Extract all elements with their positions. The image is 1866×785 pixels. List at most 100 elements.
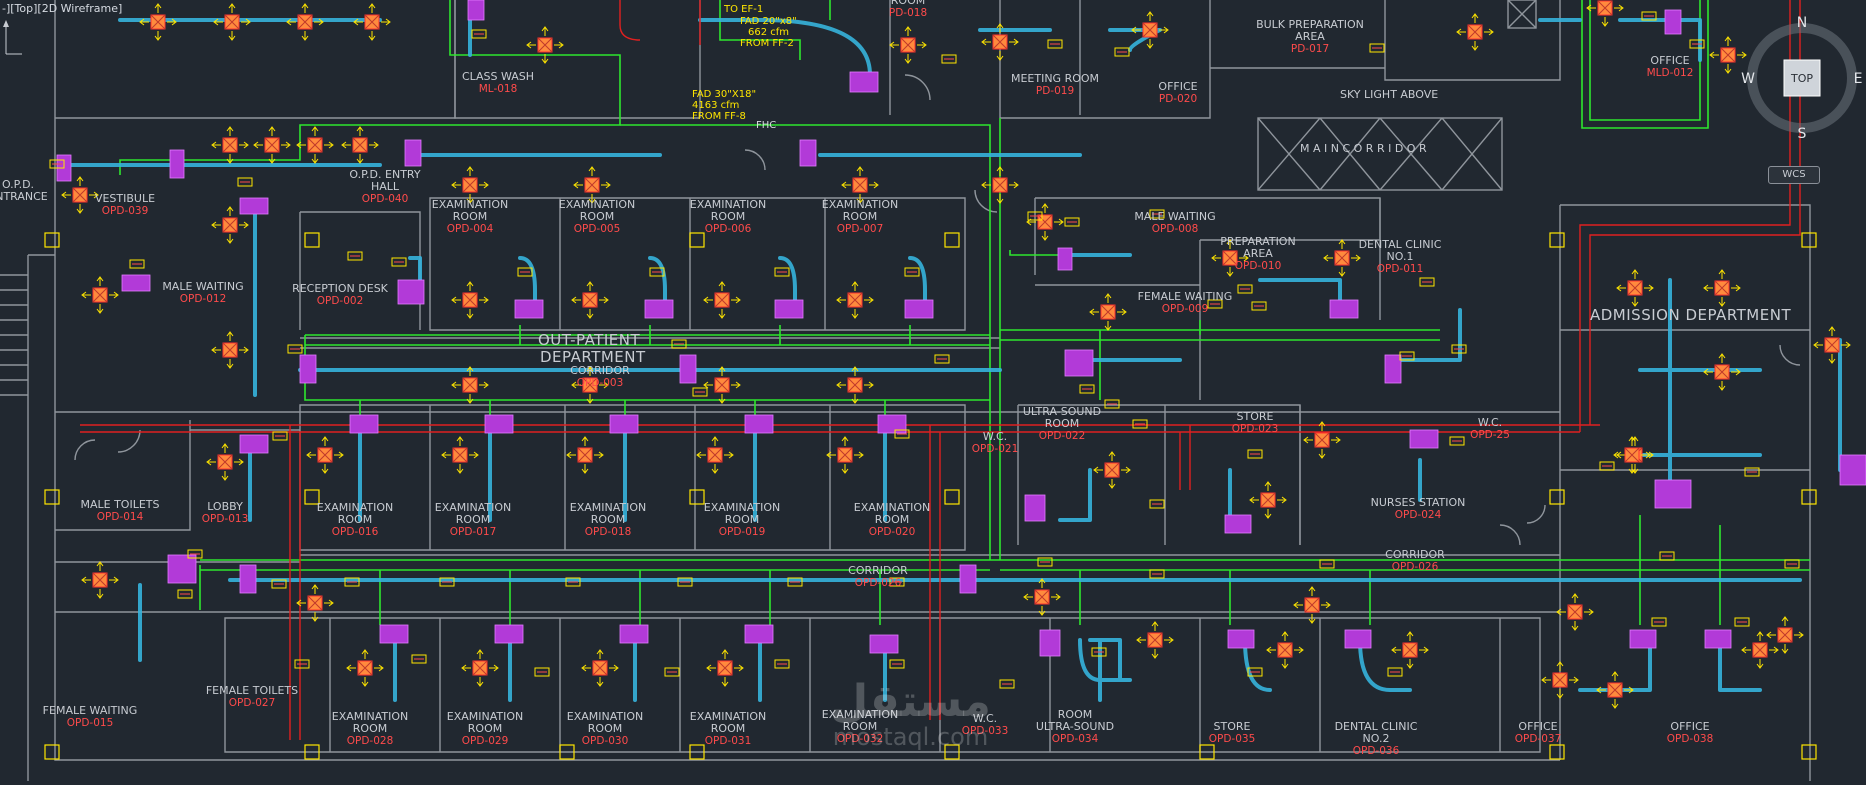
- room-code: OPD-031: [705, 735, 752, 747]
- room-name: FEMALE TOILETS: [206, 684, 298, 697]
- room-name: ROOM: [353, 722, 387, 735]
- compass-east[interactable]: E: [1854, 71, 1863, 87]
- room-code: OPD-023: [1232, 423, 1279, 435]
- diffuser-icon: [1211, 239, 1249, 277]
- diffuser-icon: [836, 366, 874, 404]
- equipment-tag: [1387, 667, 1403, 677]
- room-code: OPD-026: [1392, 561, 1439, 573]
- room-code: OPD-018: [585, 526, 632, 538]
- equipment-tag: [1114, 47, 1130, 57]
- equipment-tag: [774, 267, 790, 277]
- room-name: W.C.: [983, 430, 1007, 443]
- diffuser-icon: [573, 166, 611, 204]
- compass-south[interactable]: S: [1798, 126, 1807, 142]
- room-name: EXAMINATION: [570, 501, 647, 514]
- watermark-site: mostaql.com: [832, 723, 989, 751]
- room-name: HALL: [371, 180, 400, 193]
- room-name: DENTAL CLINIC: [1359, 238, 1442, 251]
- room-code: OPD-010: [1235, 260, 1282, 272]
- diffuser-icon: [211, 126, 249, 164]
- diffuser-icon: [1813, 326, 1851, 364]
- equipment-tag: [1689, 39, 1705, 49]
- room-name: EXAMINATION: [822, 198, 899, 211]
- diffuser-icon: [581, 649, 619, 687]
- diffuser-icon: [566, 436, 604, 474]
- equipment-tag: [999, 679, 1015, 689]
- room-label: W.C.OPD-033: [962, 712, 1009, 737]
- diffuser-icon: [341, 126, 379, 164]
- diffuser-icon: [139, 3, 177, 41]
- equipment-tag: [517, 267, 533, 277]
- equipment-tag: [1449, 436, 1465, 446]
- viewport-label[interactable]: -][Top][2D Wireframe]: [2, 2, 123, 15]
- viewcube-top-face[interactable]: [1783, 59, 1821, 97]
- room-name: AREA: [1243, 247, 1273, 260]
- room-code: OPD-039: [102, 205, 149, 217]
- room-label: W.C.OPD-021: [972, 430, 1019, 455]
- equipment-tag: [889, 577, 905, 587]
- equipment-tag: [1451, 344, 1467, 354]
- equipment-tag: [1247, 449, 1263, 459]
- watermark-logo: مستقل: [830, 676, 991, 727]
- diffuser-icon: [1741, 631, 1779, 669]
- diffuser-icon: [1709, 36, 1747, 74]
- equipment-tag: [344, 577, 360, 587]
- equipment-tag: [534, 667, 550, 677]
- room-code: OPD-024: [1395, 509, 1442, 521]
- room-name: NO.2: [1363, 732, 1390, 745]
- equipment-tag: [889, 659, 905, 669]
- equipment-tag: [1027, 211, 1043, 221]
- room-name: PREPARATION: [1220, 235, 1295, 248]
- diffuser-icon: [841, 166, 879, 204]
- svg-text:FROM FF-8: FROM FF-8: [692, 111, 746, 122]
- diffuser-icon: [526, 26, 564, 64]
- equipment-tag: [187, 549, 203, 559]
- room-name: ROOM: [468, 722, 502, 735]
- room-code: OPD-037: [1515, 733, 1562, 745]
- room-name: ROOM: [1045, 417, 1079, 430]
- room-name: ROOM: [591, 513, 625, 526]
- room-name: ROOM: [1058, 708, 1092, 721]
- diffuser-icon: [253, 126, 291, 164]
- equipment-tag: [391, 257, 407, 267]
- equipment-tag: [1064, 217, 1080, 227]
- equipment-tag: [1149, 209, 1165, 219]
- diffuser-icon: [1391, 631, 1429, 669]
- viewcube-navigator[interactable]: TOP N S W E: [1738, 14, 1866, 142]
- room-name: STORE: [1237, 410, 1274, 423]
- room-name: EXAMINATION: [317, 501, 394, 514]
- room-code: OPD-040: [362, 193, 409, 205]
- room-name: EXAMINATION: [690, 198, 767, 211]
- room-name: O.P.D. ENTRY: [349, 168, 420, 181]
- compass-west[interactable]: W: [1741, 71, 1755, 87]
- wcs-menu-button[interactable]: WCS: [1768, 166, 1820, 184]
- diffuser-icon: [696, 436, 734, 474]
- room-name: MEETING ROOM: [1011, 72, 1099, 85]
- compass-north[interactable]: N: [1797, 15, 1807, 31]
- equipment-tag: [934, 354, 950, 364]
- room-label: W.C.OPD-25: [1470, 416, 1510, 441]
- room-name: ROOM: [711, 722, 745, 735]
- room-name: BULK PREPARATION: [1256, 18, 1364, 31]
- room-name: ROOM: [338, 513, 372, 526]
- room-code: OPD-002: [317, 295, 364, 307]
- room-code: OPD-030: [582, 735, 629, 747]
